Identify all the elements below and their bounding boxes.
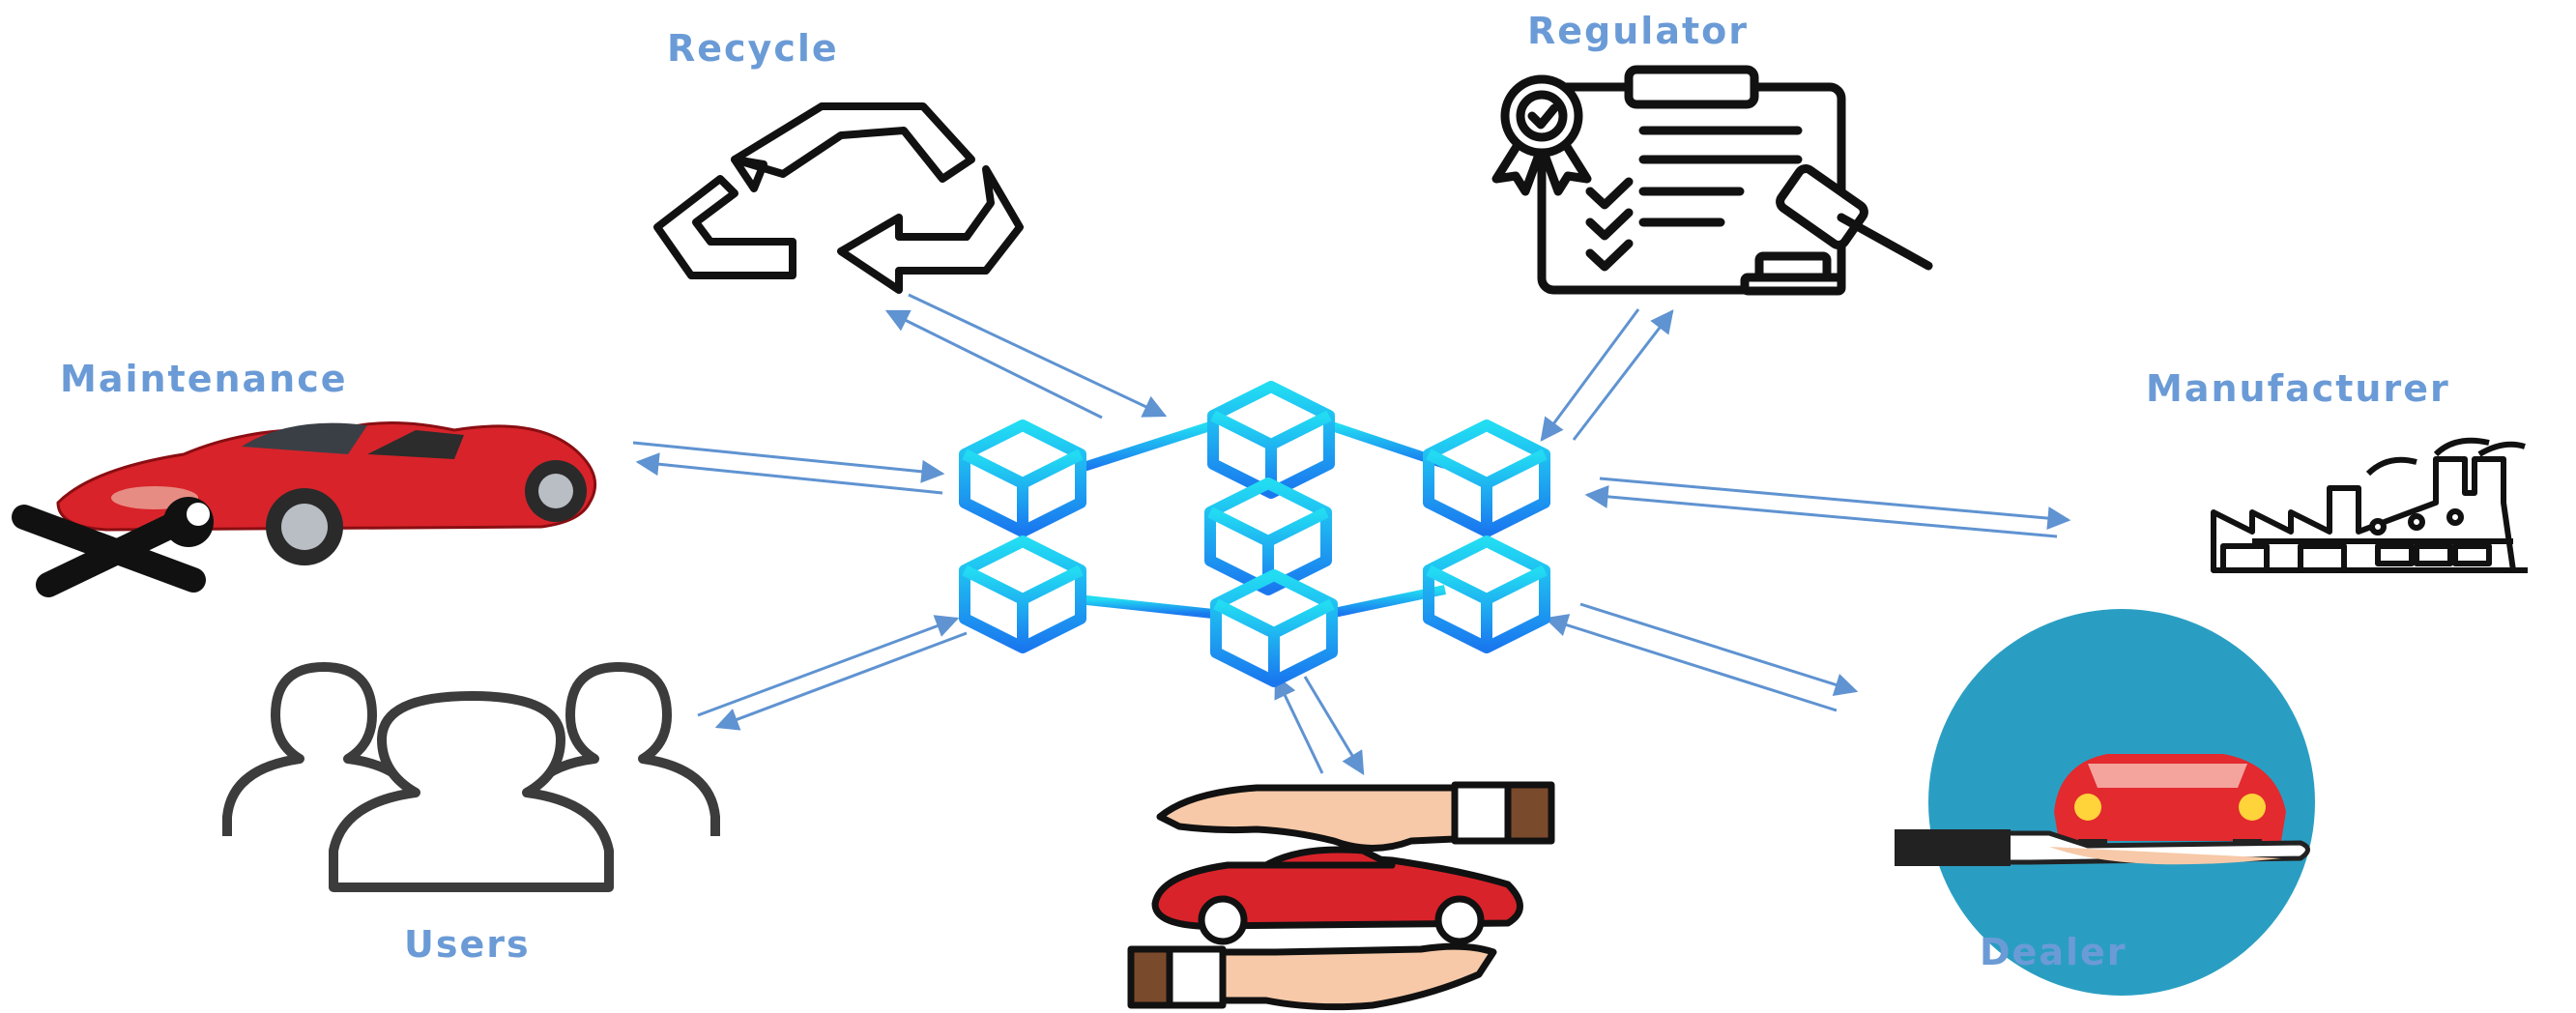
car-wrench-icon [12, 421, 597, 597]
arrow-hub-to-transfer [1303, 676, 1365, 776]
arrow-recycle-to-hub [908, 293, 1168, 418]
manufacturer-label: Manufacturer [2146, 367, 2450, 410]
arrow-hub-to-users [714, 631, 968, 731]
factory-icon [2211, 437, 2528, 573]
arrow-dealer-to-hub [1544, 614, 1838, 712]
recycle-label: Recycle [667, 27, 839, 70]
arrow-manufacturer-to-hub [1584, 484, 2058, 538]
dealer-label: Dealer [1980, 931, 2127, 973]
users-label: Users [404, 923, 531, 966]
blockchain-network-icon [965, 387, 1545, 681]
regulator-label: Regulator [1527, 10, 1749, 52]
arrow-transfer-to-hub [1274, 674, 1324, 774]
clipboard-gavel-icon [1491, 65, 1933, 296]
arrow-hub-to-maintenance [635, 452, 943, 495]
recycle-icon [653, 102, 1024, 294]
users-icon [222, 662, 720, 892]
arrow-hub-to-recycle [884, 309, 1103, 420]
arrow-regulator-to-hub [1540, 308, 1640, 442]
arrow-hub-to-dealer [1579, 602, 1859, 696]
arrow-hub-to-manufacturer [1599, 477, 2071, 531]
arrow-users-to-hub [697, 615, 960, 717]
arrow-hub-to-regulator [1572, 309, 1674, 441]
arrow-maintenance-to-hub [632, 441, 945, 483]
connection-arrows [632, 293, 2071, 776]
maintenance-label: Maintenance [60, 358, 348, 400]
hands-car-exchange-icon [1127, 781, 1555, 1011]
car-on-hand-icon [1895, 609, 2315, 996]
